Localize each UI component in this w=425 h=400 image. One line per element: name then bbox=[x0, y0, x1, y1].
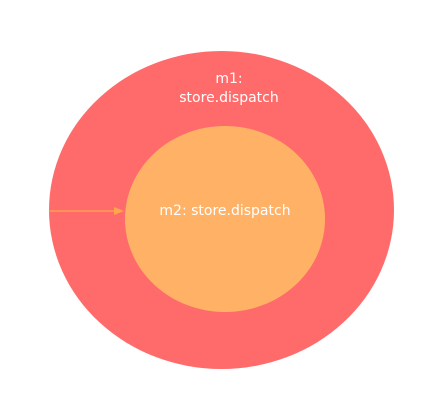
outer-label-line-2: store.dispatch bbox=[179, 90, 279, 106]
outer-label-line-1: m1: bbox=[215, 71, 243, 87]
outer-circle-label: m1: store.dispatch bbox=[129, 70, 329, 108]
inner-middleware-circle bbox=[125, 126, 325, 312]
incoming-arrow-head bbox=[114, 207, 124, 215]
inner-circle-label: m2: store.dispatch bbox=[159, 203, 291, 219]
